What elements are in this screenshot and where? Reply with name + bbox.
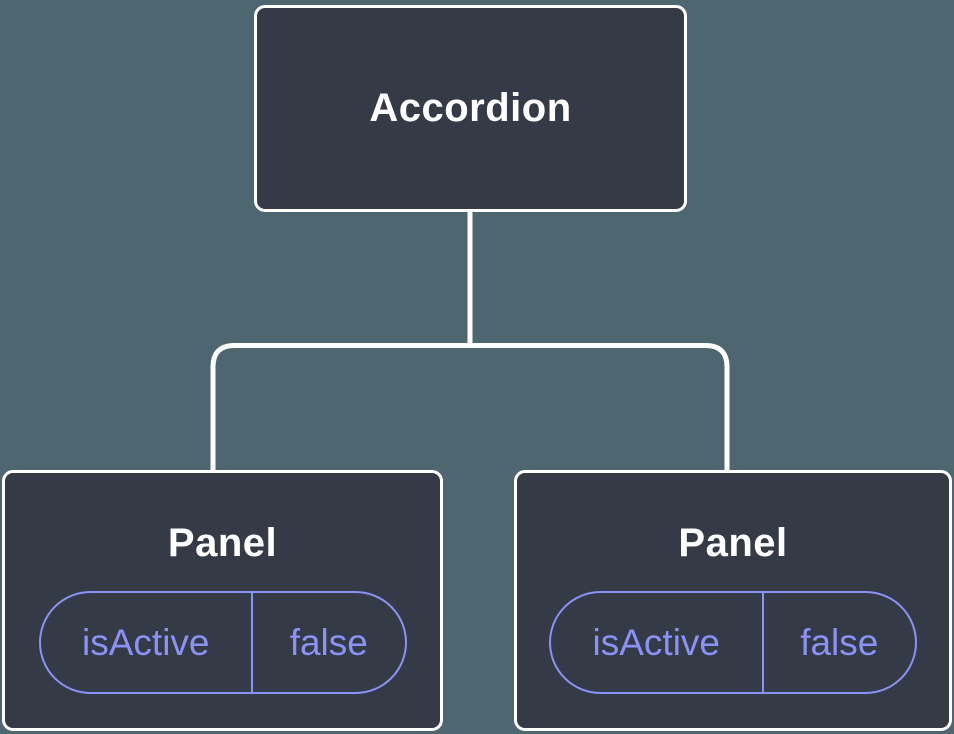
state-value: false [800, 621, 879, 663]
state-pill: isActive false [549, 591, 917, 694]
state-name: isActive [551, 593, 764, 692]
bracket-line [210, 343, 730, 472]
accordion-label: Accordion [369, 86, 572, 130]
panel-title: Panel [678, 521, 788, 565]
state-name: isActive [41, 593, 254, 692]
state-pill: isActive false [38, 591, 407, 694]
panel-title: Panel [167, 521, 278, 565]
panel-node-left: Panel isActive false [2, 470, 443, 731]
state-value: false [289, 621, 368, 663]
accordion-node: Accordion [254, 5, 687, 212]
panel-node-right: Panel isActive false [514, 470, 952, 731]
